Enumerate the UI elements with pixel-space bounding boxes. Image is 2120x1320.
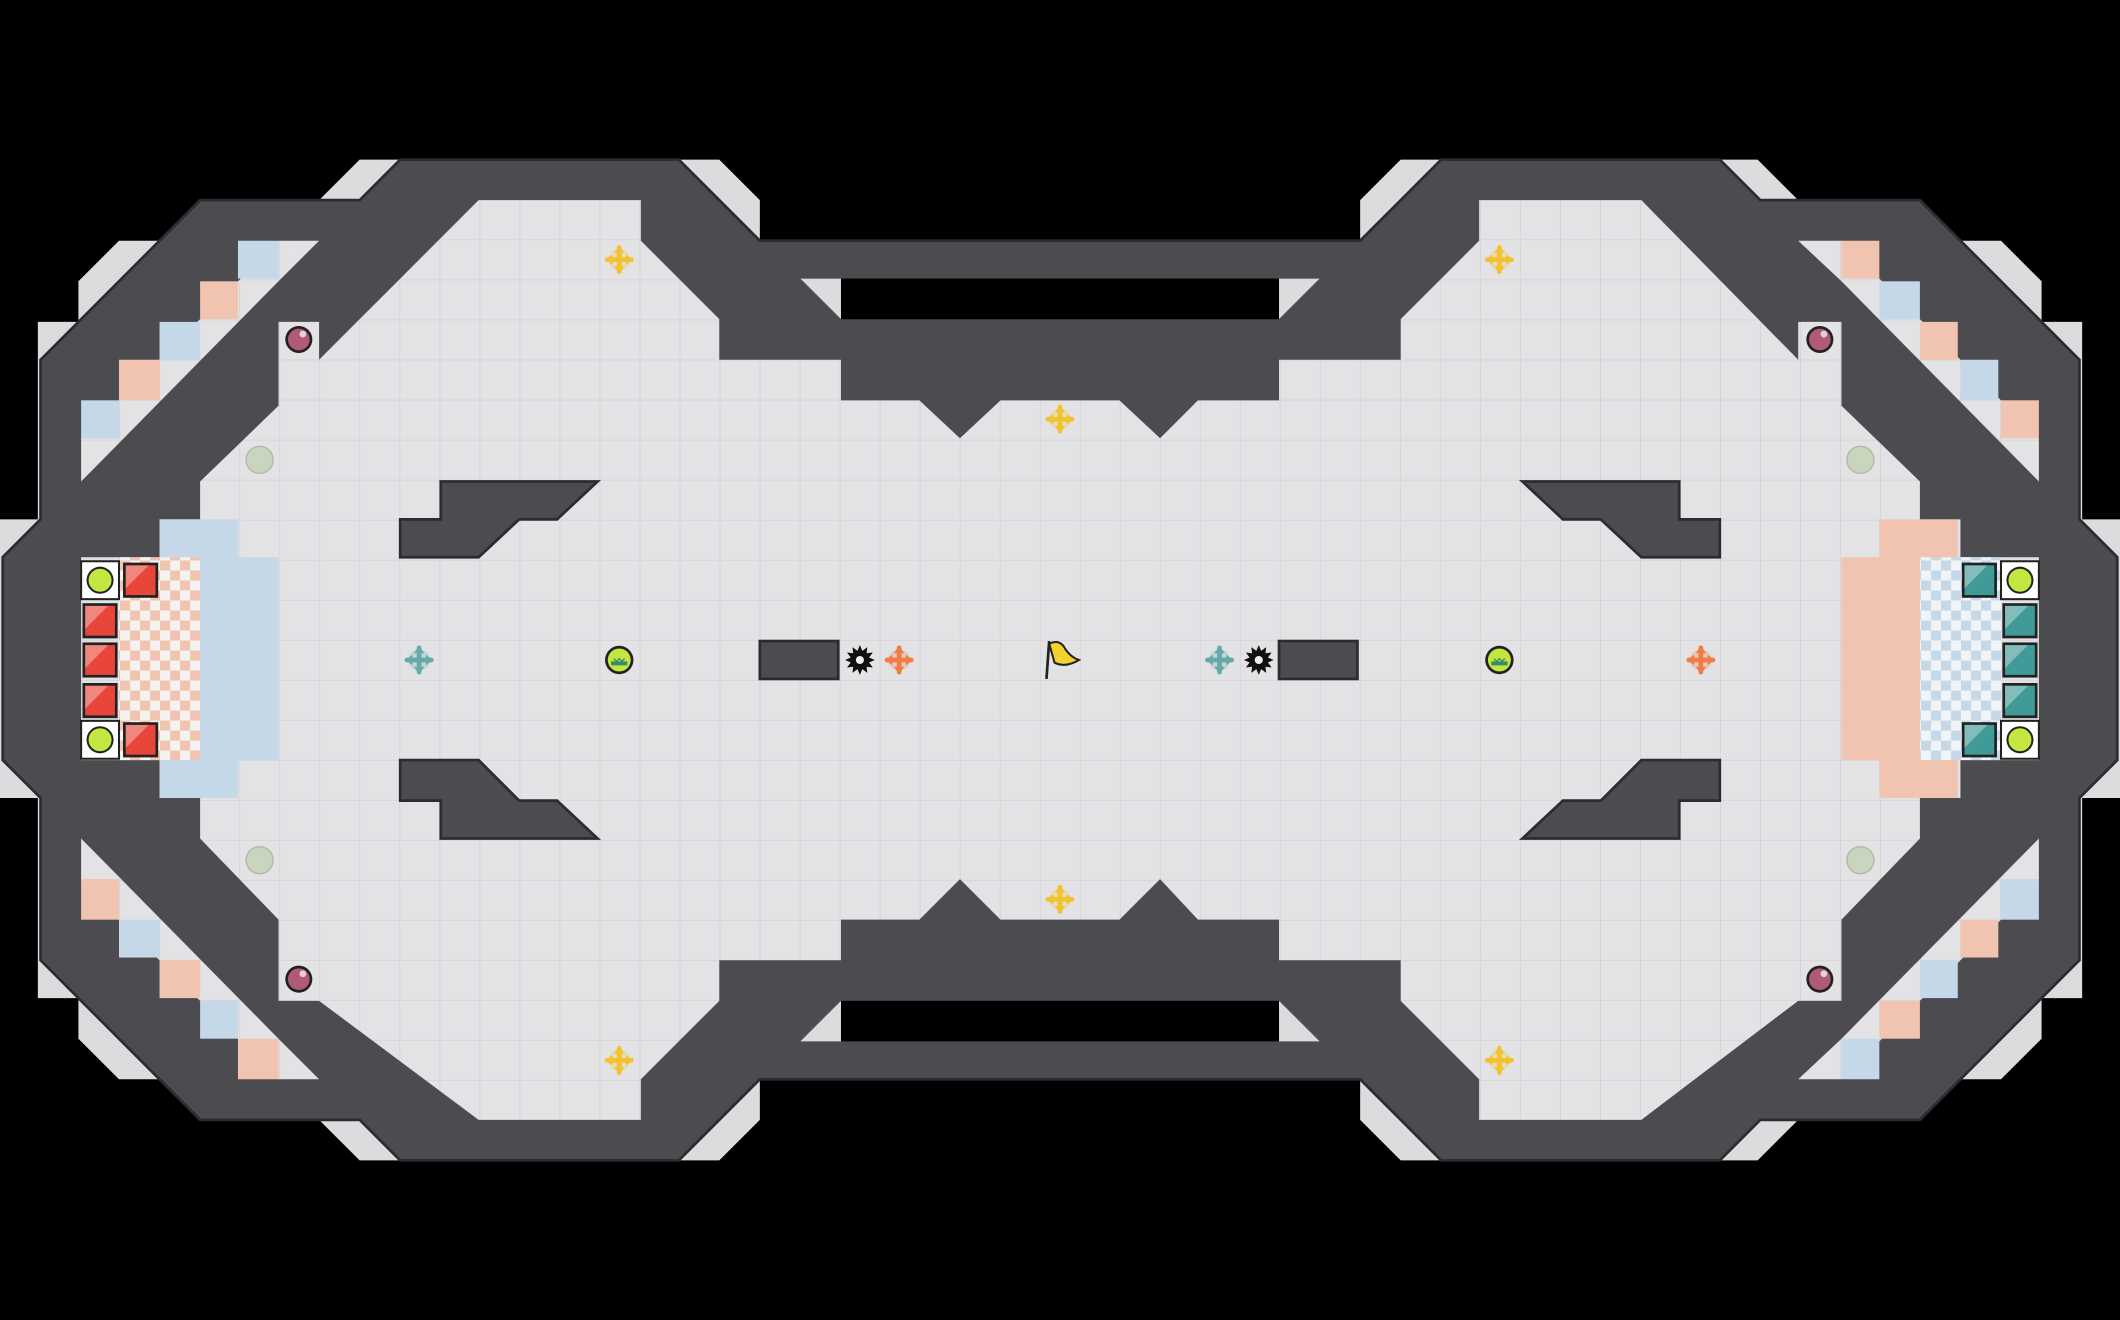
boost-icon <box>1045 884 1075 914</box>
boost-icon <box>404 645 434 675</box>
boost-icon <box>1686 645 1716 675</box>
boost-icon <box>1484 1045 1514 1075</box>
spawn-tile-icon <box>2002 603 2038 639</box>
gate-icon <box>1846 845 1875 875</box>
arena-voids <box>800 278 1320 1042</box>
bomb-icon <box>285 325 313 353</box>
bomb-icon <box>1806 325 1834 353</box>
wall-obstacles <box>398 480 1722 840</box>
spawn-tile-icon <box>2002 682 2038 719</box>
spawn-tile-icon <box>2002 642 2038 678</box>
spike-icon <box>1243 645 1274 675</box>
gate-icon <box>245 445 274 475</box>
boost-icon <box>604 1045 634 1075</box>
boost-icon <box>1045 404 1075 434</box>
spawn-tile-icon <box>82 603 118 639</box>
spawn-button-icon <box>2000 719 2040 760</box>
spawn-tile-icon <box>82 682 118 719</box>
spawn-button-icon <box>2000 560 2040 601</box>
bomb-icon <box>285 965 313 993</box>
corner-tiles <box>81 240 2039 1080</box>
spawn-tile-icon <box>123 562 159 598</box>
spawn-tile-icon <box>1961 722 1997 758</box>
spike-icon <box>845 645 875 675</box>
spawn-tile-icon <box>82 642 118 678</box>
boost-icon <box>1484 245 1514 275</box>
bomb-icon <box>1806 965 1834 993</box>
spawn-tile-icon <box>1961 562 1997 598</box>
powerup-icon <box>1485 645 1514 675</box>
gate-icon <box>245 845 274 875</box>
team-zones <box>118 519 2002 798</box>
boost-icon <box>884 645 914 675</box>
boost-icon <box>1205 645 1235 675</box>
spawn-tile-icon <box>123 722 159 758</box>
spawn-button-icon <box>80 719 120 760</box>
powerup-icon <box>605 645 634 675</box>
boost-icon <box>604 245 634 275</box>
spawn-button-icon <box>80 560 120 601</box>
gate-icon <box>1846 445 1875 475</box>
flag-icon <box>1045 640 1082 680</box>
